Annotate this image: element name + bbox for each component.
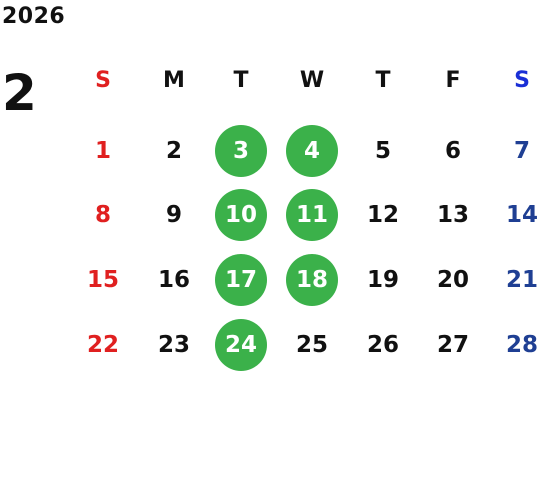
day-cell[interactable]: 26: [366, 331, 399, 358]
day-cell[interactable]: 2: [165, 137, 182, 164]
day-cell-marked[interactable]: 11: [286, 189, 338, 241]
day-cell-marked[interactable]: 24: [215, 319, 267, 371]
day-cell[interactable]: 25: [295, 331, 328, 358]
day-cell[interactable]: 16: [157, 266, 190, 293]
day-cell-marked[interactable]: 3: [215, 125, 267, 177]
day-cell[interactable]: 19: [366, 266, 399, 293]
day-cell[interactable]: 27: [436, 331, 469, 358]
weekday-header: T: [375, 68, 391, 93]
day-cell[interactable]: 7: [513, 137, 530, 164]
day-cell[interactable]: 13: [436, 201, 469, 228]
day-cell-marked[interactable]: 17: [215, 254, 267, 306]
day-cell[interactable]: 9: [165, 201, 182, 228]
month-label: 2: [2, 64, 37, 122]
weekday-header: M: [163, 68, 185, 93]
year-label: 2026: [2, 4, 66, 29]
day-cell[interactable]: 1: [94, 137, 111, 164]
day-cell[interactable]: 12: [366, 201, 399, 228]
day-cell[interactable]: 21: [505, 266, 538, 293]
day-cell[interactable]: 5: [374, 137, 391, 164]
weekday-header: S: [514, 68, 530, 93]
day-cell-marked[interactable]: 10: [215, 189, 267, 241]
day-cell-marked[interactable]: 4: [286, 125, 338, 177]
day-cell[interactable]: 22: [86, 331, 119, 358]
day-cell-marked[interactable]: 18: [286, 254, 338, 306]
weekday-header: F: [445, 68, 461, 93]
day-cell[interactable]: 6: [444, 137, 461, 164]
day-cell[interactable]: 14: [505, 201, 538, 228]
day-cell[interactable]: 28: [505, 331, 538, 358]
day-cell[interactable]: 8: [94, 201, 111, 228]
day-cell[interactable]: 20: [436, 266, 469, 293]
day-cell[interactable]: 23: [157, 331, 190, 358]
weekday-header: W: [299, 68, 325, 93]
weekday-header: T: [233, 68, 249, 93]
weekday-header: S: [95, 68, 111, 93]
day-cell[interactable]: 15: [86, 266, 119, 293]
